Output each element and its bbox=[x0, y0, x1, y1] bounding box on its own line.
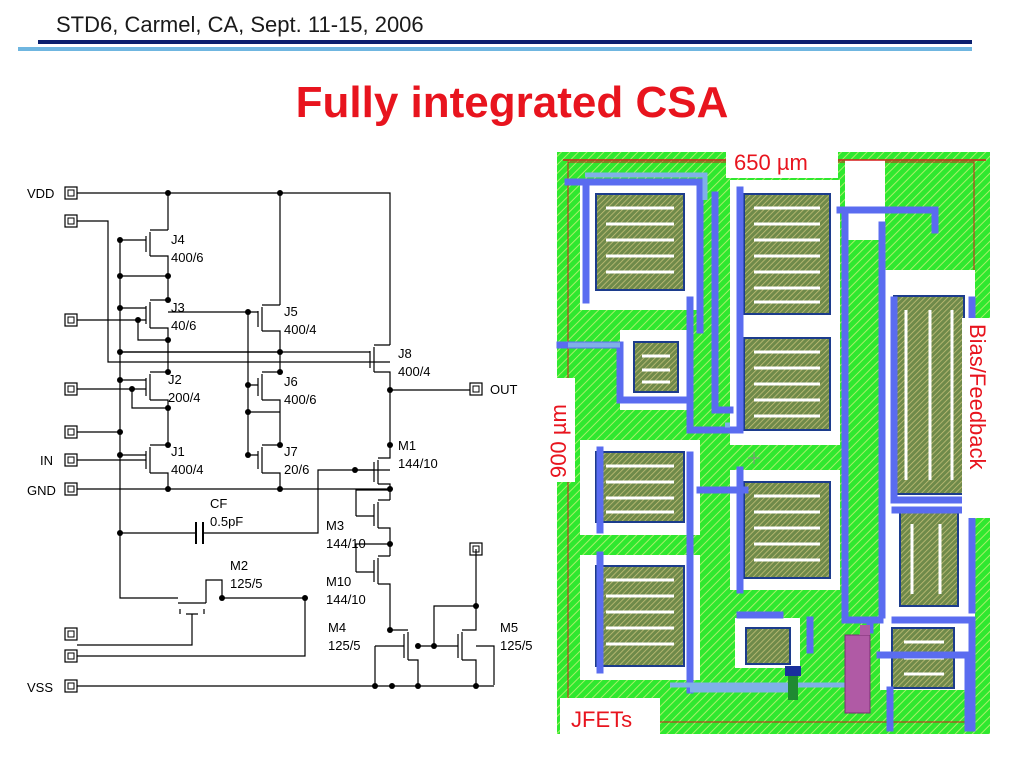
metal-routing-light bbox=[568, 172, 850, 693]
side-label: Bias/Feedback bbox=[965, 324, 990, 471]
device-label-j7: J7 20/6 bbox=[284, 444, 309, 477]
bottom-label-background bbox=[560, 698, 660, 734]
svg-text:J2: J2 bbox=[168, 372, 182, 387]
svg-text:400/4: 400/4 bbox=[284, 322, 317, 337]
slide-title: Fully integrated CSA bbox=[295, 78, 729, 127]
device-label-j2: J2 200/4 bbox=[168, 372, 201, 405]
svg-text:M3: M3 bbox=[326, 518, 344, 533]
pin-unlabeled-5 bbox=[64, 627, 78, 641]
svg-text:J7: J7 bbox=[284, 444, 298, 459]
svg-text:144/10: 144/10 bbox=[326, 536, 366, 551]
device-label-m3: M3 144/10 bbox=[326, 518, 366, 551]
device-label-m4: M4 125/5 bbox=[328, 620, 361, 653]
pin-out: OUT bbox=[469, 382, 518, 397]
width-label: 650 µm bbox=[734, 150, 808, 175]
pin-in: IN bbox=[40, 453, 78, 468]
device-label-j8: J8 400/4 bbox=[398, 346, 431, 379]
svg-text:J6: J6 bbox=[284, 374, 298, 389]
svg-text:0.5pF: 0.5pF bbox=[210, 514, 243, 529]
svg-text:OUT: OUT bbox=[490, 382, 518, 397]
device-label-j6: J6 400/6 bbox=[284, 374, 317, 407]
svg-text:VSS: VSS bbox=[27, 680, 53, 695]
svg-text:J1: J1 bbox=[171, 444, 185, 459]
svg-text:144/10: 144/10 bbox=[398, 456, 438, 471]
layout-magenta-block bbox=[844, 634, 871, 714]
height-label-background bbox=[541, 378, 575, 482]
layout-small-green-block bbox=[788, 676, 798, 700]
svg-text:VDD: VDD bbox=[27, 186, 54, 201]
svg-text:20/6: 20/6 bbox=[284, 462, 309, 477]
svg-text:125/5: 125/5 bbox=[328, 638, 361, 653]
svg-text:M2: M2 bbox=[230, 558, 248, 573]
device-label-m10: M10 144/10 bbox=[326, 574, 366, 607]
pin-gnd: GND bbox=[27, 482, 78, 498]
layout-center-marker bbox=[748, 452, 760, 464]
device-label-j5: J5 400/4 bbox=[284, 304, 317, 337]
device-label-cf: CF 0.5pF bbox=[210, 496, 243, 529]
device-label-m5: M5 125/5 bbox=[500, 620, 533, 653]
side-label-background bbox=[962, 318, 996, 518]
svg-text:400/6: 400/6 bbox=[171, 250, 204, 265]
svg-text:J5: J5 bbox=[284, 304, 298, 319]
svg-text:J8: J8 bbox=[398, 346, 412, 361]
svg-text:M4: M4 bbox=[328, 620, 346, 635]
svg-text:125/5: 125/5 bbox=[230, 576, 263, 591]
device-label-j4: J4 400/6 bbox=[171, 232, 204, 265]
device-label-m1: M1 144/10 bbox=[398, 438, 438, 471]
header-rule-light bbox=[18, 47, 972, 51]
width-label-background bbox=[726, 144, 838, 178]
svg-text:200/4: 200/4 bbox=[168, 390, 201, 405]
metal-routing bbox=[556, 178, 976, 732]
svg-text:400/4: 400/4 bbox=[171, 462, 204, 477]
svg-text:M1: M1 bbox=[398, 438, 416, 453]
svg-text:40/6: 40/6 bbox=[171, 318, 196, 333]
schematic-wires bbox=[77, 192, 495, 687]
device-label-j3: J3 40/6 bbox=[171, 300, 196, 333]
height-label: 900 µm bbox=[546, 404, 571, 478]
svg-text:GND: GND bbox=[27, 483, 56, 498]
svg-text:144/10: 144/10 bbox=[326, 592, 366, 607]
svg-text:CF: CF bbox=[210, 496, 227, 511]
bottom-label: JFETs bbox=[571, 707, 632, 732]
svg-text:M10: M10 bbox=[326, 574, 351, 589]
header-rule-dark bbox=[38, 40, 972, 44]
svg-text:400/4: 400/4 bbox=[398, 364, 431, 379]
schematic-diagram: VDD IN GND VSS OUT bbox=[27, 186, 533, 695]
svg-text:J4: J4 bbox=[171, 232, 185, 247]
layout-small-blue-block bbox=[785, 666, 801, 676]
svg-text:IN: IN bbox=[40, 453, 53, 468]
junction-dots bbox=[117, 190, 479, 689]
svg-text:125/5: 125/5 bbox=[500, 638, 533, 653]
layout-small-magenta-block bbox=[860, 625, 870, 635]
device-label-m2: M2 125/5 bbox=[230, 558, 263, 591]
jfet-gate-fingers bbox=[606, 206, 954, 676]
header-text: STD6, Carmel, CA, Sept. 11-15, 2006 bbox=[56, 12, 424, 37]
svg-text:M5: M5 bbox=[500, 620, 518, 635]
svg-text:400/6: 400/6 bbox=[284, 392, 317, 407]
device-label-j1: J1 400/4 bbox=[171, 444, 204, 477]
svg-text:J3: J3 bbox=[171, 300, 185, 315]
